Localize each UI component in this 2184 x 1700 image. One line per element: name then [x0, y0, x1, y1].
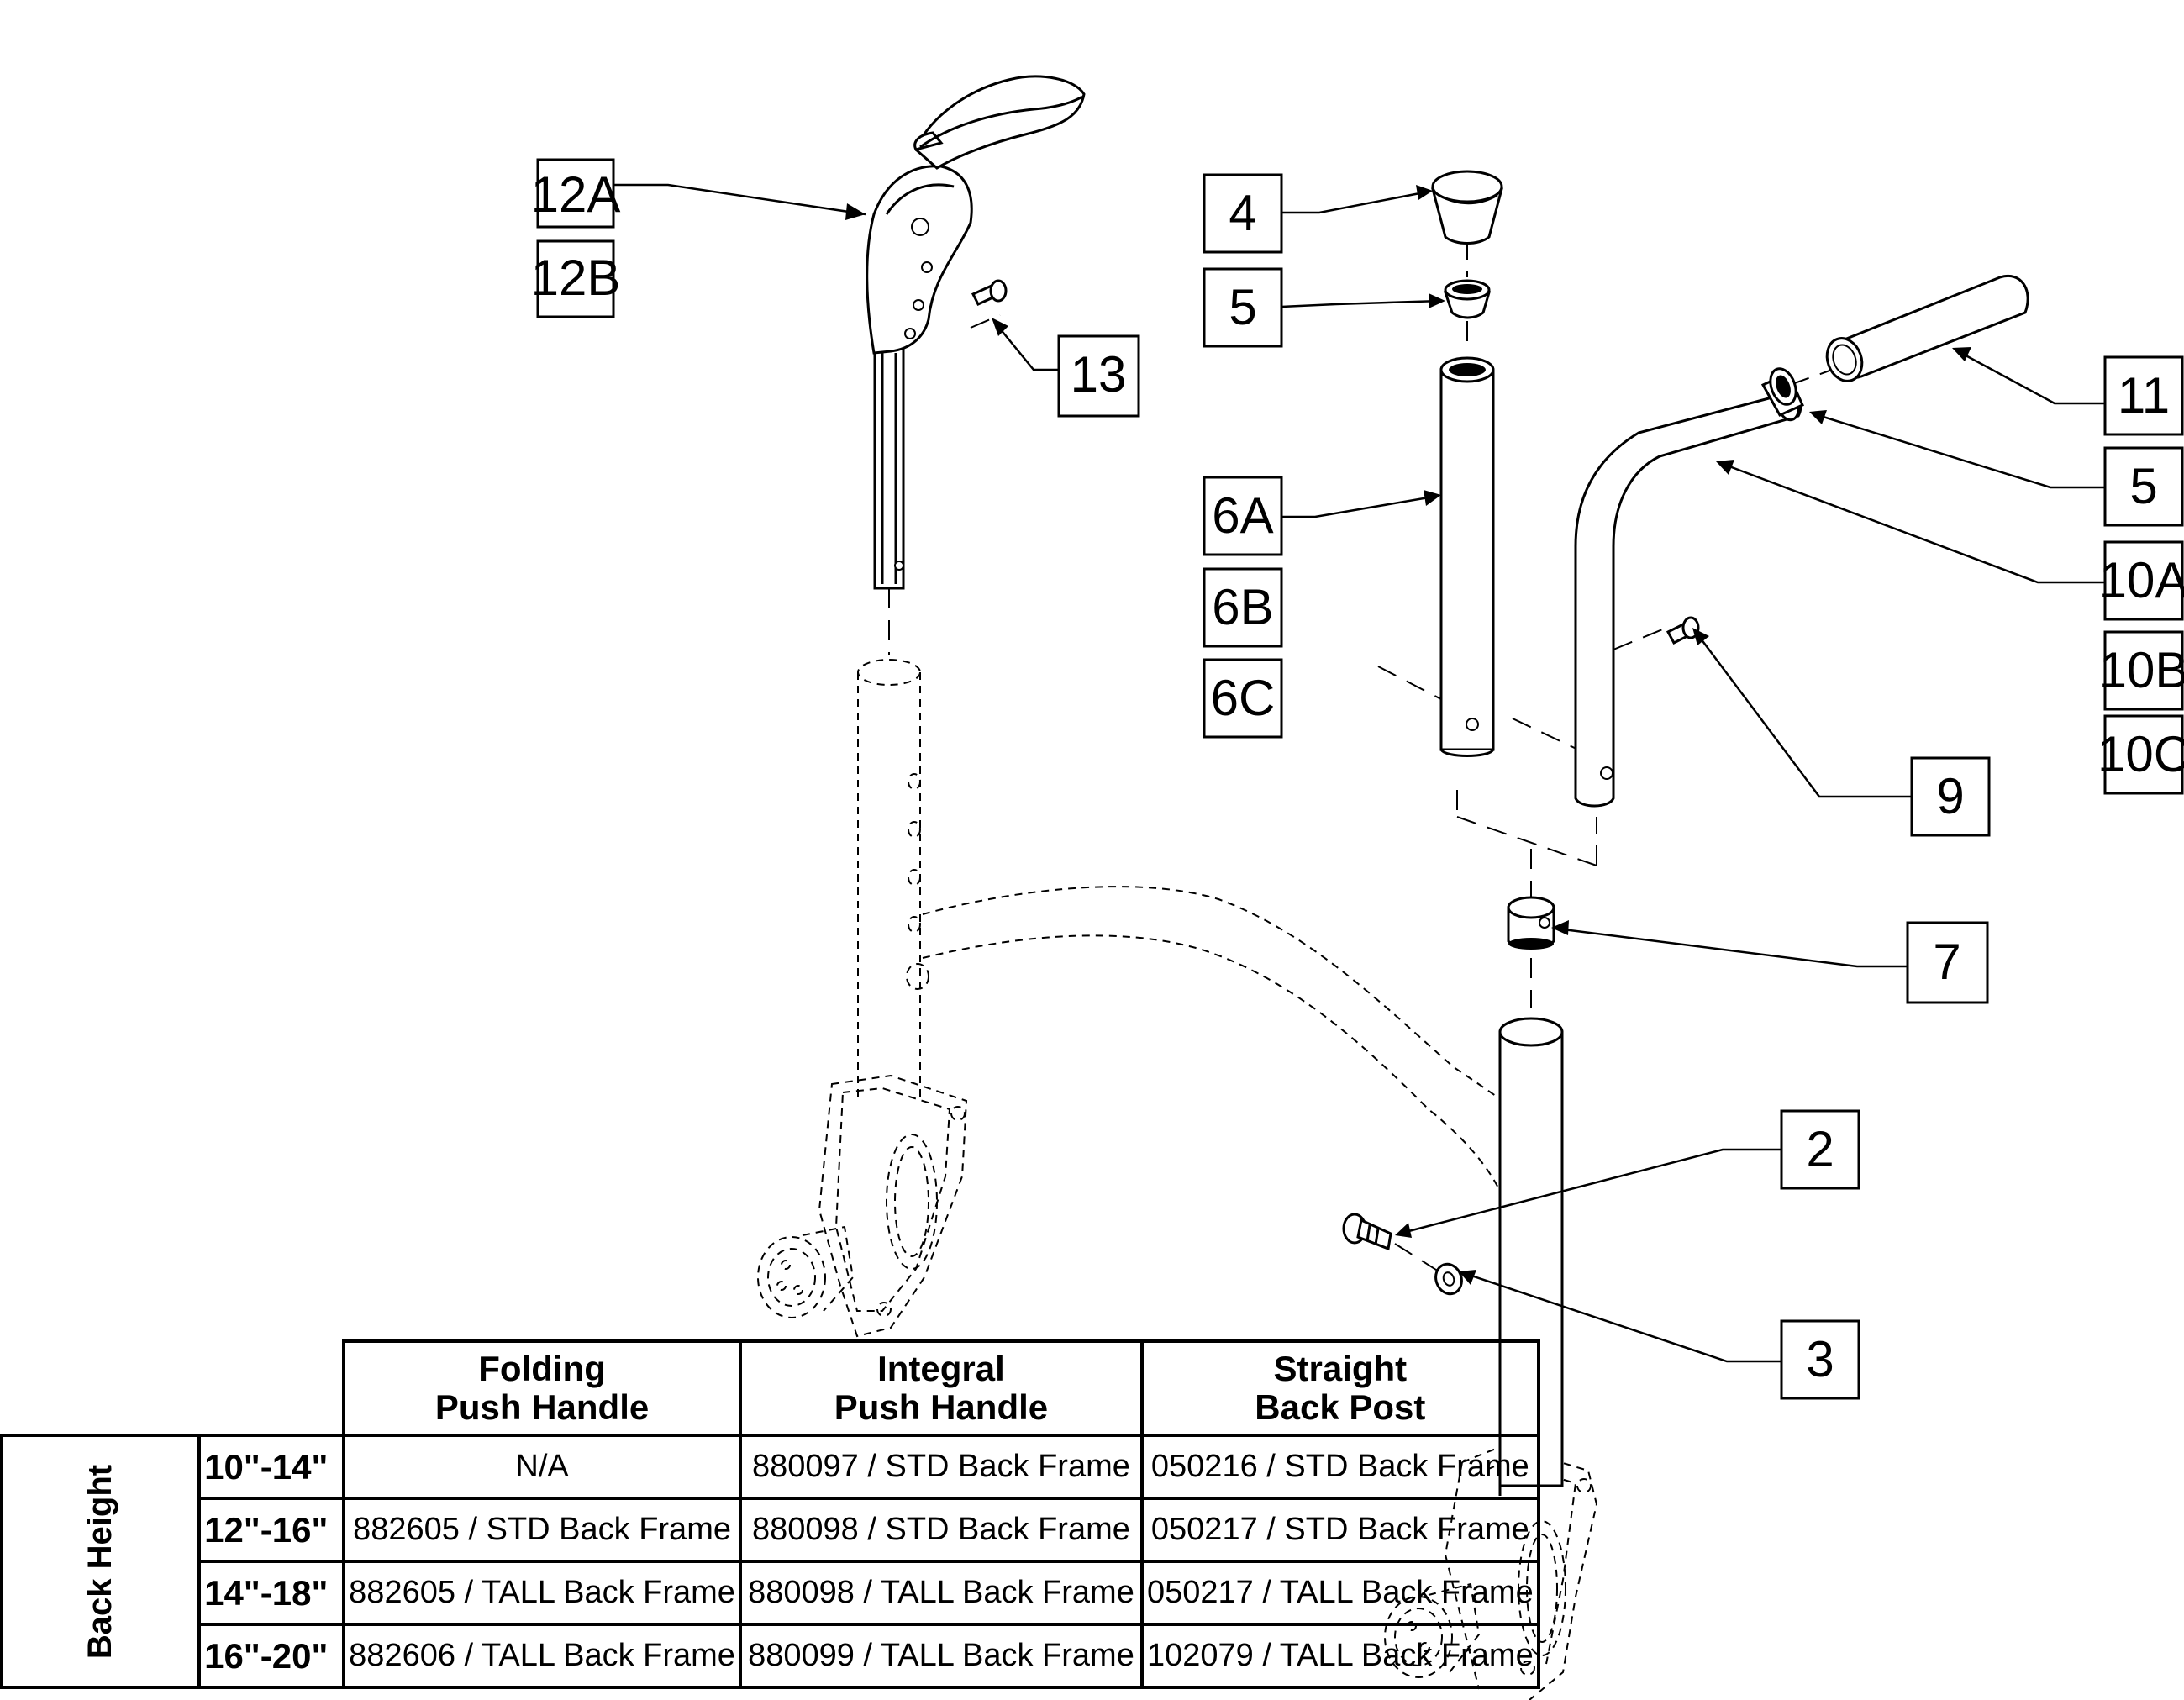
- table-cell: 050217 / TALL Back Frame: [1139, 1560, 1540, 1626]
- callout-11: 11: [2103, 355, 2184, 436]
- callout-9: 9: [1910, 756, 1991, 837]
- row-header: 16"-20": [197, 1623, 346, 1689]
- screw-part-9: [1666, 616, 1700, 645]
- callout-6B: 6B: [1203, 567, 1283, 648]
- column-header-line1: Integral: [877, 1349, 1005, 1388]
- row-header: 12"-16": [197, 1497, 346, 1563]
- column-header-line2: Push Handle: [434, 1387, 650, 1427]
- callout-6C: 6C: [1203, 658, 1283, 739]
- column-header: Integral Push Handle: [738, 1339, 1144, 1437]
- bushing-part-5-right: [1760, 367, 1804, 417]
- callout-label: 6C: [1211, 670, 1276, 726]
- callout-label: 4: [1229, 185, 1256, 241]
- table-corner: [2, 1341, 346, 1435]
- screw-part-2: [1342, 1213, 1392, 1251]
- callout-label: 12A: [531, 166, 621, 223]
- table-row: 14"-18" 882605 / TALL Back Frame 880098 …: [2, 1560, 1540, 1626]
- callout-6A: 6A: [1203, 476, 1283, 556]
- end-cap-part-4: [1431, 170, 1503, 245]
- callout-label: 7: [1933, 934, 1960, 990]
- table-cell: N/A: [342, 1434, 742, 1500]
- table-cell: 880097 / STD Back Frame: [738, 1434, 1144, 1500]
- callout-label: 6A: [1212, 487, 1273, 544]
- washer-part-3: [1434, 1262, 1463, 1296]
- bent-handle-tube-part-10A: [1574, 388, 1802, 808]
- callout-label: 5: [2129, 458, 2157, 514]
- table-cell: 050217 / STD Back Frame: [1139, 1497, 1540, 1563]
- grip-part-11: [1825, 275, 2029, 382]
- table-cell: 880098 / TALL Back Frame: [738, 1560, 1144, 1626]
- folding-push-handle-part: [866, 75, 1086, 590]
- straight-tube-part-6A: [1439, 356, 1495, 757]
- callout-5-right: 5: [2103, 446, 2184, 527]
- table-cell: 102079 / TALL Back Frame: [1139, 1623, 1540, 1689]
- callout-label: 3: [1806, 1331, 1834, 1387]
- callout-4: 4: [1203, 173, 1283, 254]
- callout-label: 9: [1936, 768, 1964, 824]
- screw-part-13: [971, 279, 1008, 306]
- plug-part-7: [1507, 896, 1555, 950]
- column-header-line2: Back Post: [1255, 1387, 1426, 1427]
- table-row: Back Height 10"-14" N/A 880097 / STD Bac…: [0, 1434, 1540, 1689]
- table-cell: 050216 / STD Back Frame: [1139, 1434, 1540, 1500]
- table-header-row: Folding Push Handle Integral Push Handle…: [2, 1339, 1540, 1437]
- row-header: 14"-18": [197, 1560, 346, 1626]
- callout-12A: 12A: [531, 158, 621, 229]
- table-cell: 882606 / TALL Back Frame: [342, 1623, 742, 1689]
- callout-label: 2: [1806, 1121, 1834, 1177]
- callout-label: 10A: [2099, 552, 2184, 608]
- callout-7: 7: [1906, 921, 1989, 1004]
- leader-lines: [613, 183, 2105, 1363]
- callout-2: 2: [1780, 1109, 1860, 1190]
- table-cell: 880099 / TALL Back Frame: [738, 1623, 1144, 1689]
- callout-label: 10B: [2099, 642, 2184, 698]
- callout-label: 10C: [2097, 726, 2184, 782]
- column-header-line2: Push Handle: [834, 1387, 1049, 1427]
- column-header-line1: Straight: [1273, 1349, 1408, 1388]
- row-header: 10"-14": [197, 1434, 346, 1500]
- callout-10C: 10C: [2097, 714, 2184, 795]
- table-cell: 880098 / STD Back Frame: [738, 1497, 1144, 1563]
- callout-12B: 12B: [531, 239, 621, 318]
- column-header-line1: Folding: [478, 1349, 606, 1388]
- callout-label: 6B: [1212, 579, 1273, 635]
- callout-label: 12B: [531, 250, 621, 306]
- callout-10A: 10A: [2099, 540, 2184, 621]
- column-header: Folding Push Handle: [342, 1339, 742, 1437]
- callout-13: 13: [1057, 334, 1140, 418]
- bushing-part-5-top: [1443, 279, 1491, 319]
- row-group-label: Back Height: [0, 1434, 202, 1689]
- callout-3: 3: [1780, 1319, 1860, 1400]
- callout-10B: 10B: [2099, 630, 2184, 711]
- assembly-axis-lines: [888, 239, 1833, 1276]
- row-group-label-text: Back Height: [82, 1464, 119, 1659]
- callout-label: 13: [1071, 346, 1127, 403]
- table-cell: 882605 / TALL Back Frame: [342, 1560, 742, 1626]
- column-header: Straight Back Post: [1139, 1339, 1540, 1437]
- callout-label: 11: [2118, 367, 2170, 424]
- table-cell: 882605 / STD Back Frame: [342, 1497, 742, 1563]
- callout-5-top: 5: [1203, 267, 1283, 348]
- callout-label: 5: [1229, 279, 1256, 335]
- table-row: 12"-16" 882605 / STD Back Frame 880098 /…: [2, 1497, 1540, 1563]
- back-height-part-number-table: Folding Push Handle Integral Push Handle…: [0, 1339, 1540, 1689]
- table-row: 16"-20" 882606 / TALL Back Frame 880099 …: [2, 1623, 1540, 1689]
